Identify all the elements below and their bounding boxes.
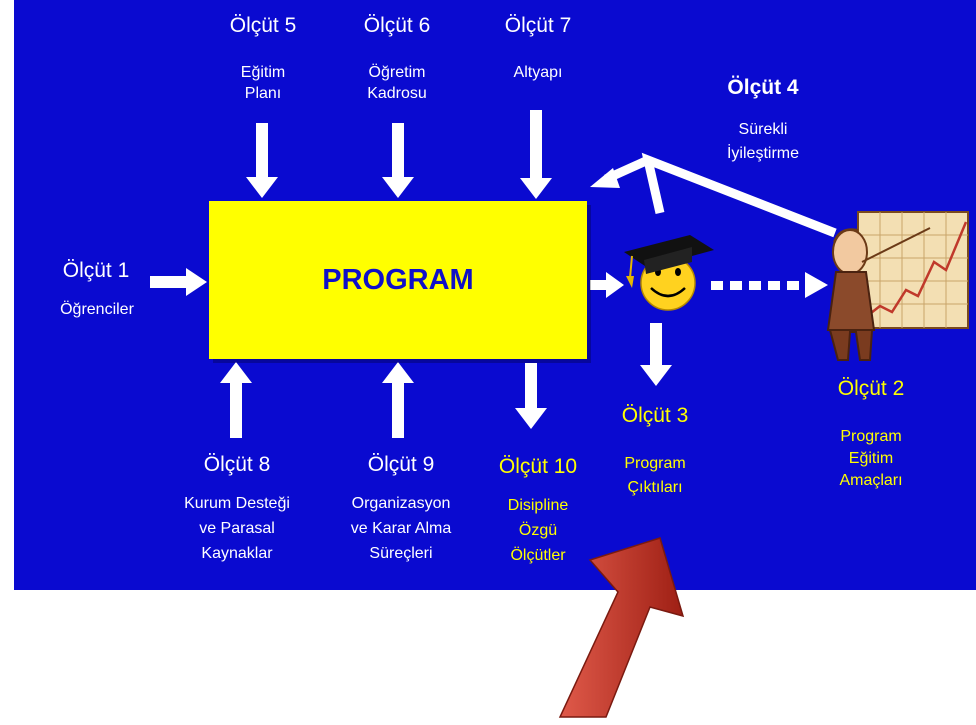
program-box: PROGRAM xyxy=(209,201,587,359)
c8-desc-1: Kurum Desteği xyxy=(184,495,290,512)
c6-title: Ölçüt 6 xyxy=(363,14,431,37)
c5-desc-2: Planı xyxy=(244,85,282,102)
program-label: PROGRAM xyxy=(322,263,474,296)
c4-desc-2: İyileştirme xyxy=(726,145,799,162)
arrow-c5-down xyxy=(246,123,278,198)
arrow-c4-head xyxy=(590,168,620,188)
c8-desc-2: ve Parasal xyxy=(199,520,275,537)
c1-desc-1: Öğrenciler xyxy=(60,301,134,318)
dot-4 xyxy=(768,281,780,290)
c5-title: Ölçüt 5 xyxy=(229,14,297,37)
c2-desc-2: Eğitim xyxy=(848,450,894,467)
dot-arrow-head xyxy=(805,272,828,298)
arrow-c9-up xyxy=(382,362,414,438)
presenter-chart-icon xyxy=(826,211,969,361)
c3-desc-2: Çıktıları xyxy=(627,479,683,496)
c5-desc-1: Eğitim xyxy=(240,64,286,81)
c6-desc-2: Kadrosu xyxy=(367,85,427,102)
dot-3 xyxy=(749,281,761,290)
c2-desc-1: Program xyxy=(840,428,902,445)
dot-5 xyxy=(787,281,799,290)
arrow-c10-down xyxy=(515,363,547,429)
c4-title: Ölçüt 4 xyxy=(727,76,799,99)
c2-title: Ölçüt 2 xyxy=(837,377,905,400)
c1-title: Ölçüt 1 xyxy=(62,259,130,282)
arrow-program-to-graduate xyxy=(590,272,624,298)
c9-desc-1: Organizasyon xyxy=(351,495,451,512)
c10-title: Ölçüt 10 xyxy=(498,455,578,478)
arrow-c7-down xyxy=(520,110,552,199)
pointer-arrow-icon xyxy=(558,537,685,718)
c3-title: Ölçüt 3 xyxy=(621,404,689,427)
c7-desc-1: Altyapı xyxy=(513,64,563,81)
c3-desc-1: Program xyxy=(624,455,686,472)
c4-desc-1: Sürekli xyxy=(738,121,788,138)
arrow-c8-up xyxy=(220,362,252,438)
dot-1 xyxy=(711,281,723,290)
c10-desc-3: Ölçütler xyxy=(510,547,566,564)
arrow-c6-down xyxy=(382,123,414,198)
arrow-c4-feedback xyxy=(641,152,837,238)
dot-2 xyxy=(730,281,742,290)
c9-desc-2: ve Karar Alma xyxy=(350,520,452,537)
arrow-graduate-down xyxy=(640,323,672,386)
c9-title: Ölçüt 9 xyxy=(367,453,435,476)
c2-desc-3: Amaçları xyxy=(839,472,903,489)
c7-title: Ölçüt 7 xyxy=(504,14,572,37)
c9-desc-3: Süreçleri xyxy=(369,545,433,562)
graduate-smiley-icon xyxy=(624,235,714,311)
c6-desc-1: Öğretim xyxy=(368,64,426,81)
c10-desc-2: Özgü xyxy=(518,522,558,539)
c8-desc-3: Kaynaklar xyxy=(201,545,273,562)
c10-desc-1: Disipline xyxy=(507,497,569,514)
c8-title: Ölçüt 8 xyxy=(203,453,271,476)
arrow-c1-right xyxy=(150,268,207,296)
